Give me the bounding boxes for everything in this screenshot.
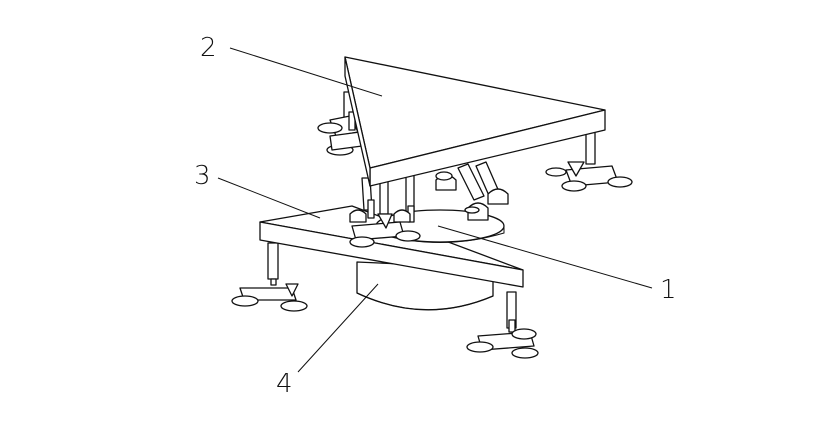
- lower-right-leg: [466, 291, 539, 359]
- leader-lines: [217, 47, 653, 373]
- upper-right-leg: [545, 127, 633, 192]
- lower-front-feet: [349, 213, 421, 248]
- label-2: 2: [200, 33, 217, 63]
- lower-left-leg: [231, 242, 308, 312]
- label-1: 1: [660, 275, 677, 305]
- label-3: 3: [194, 161, 211, 191]
- label-4: 4: [276, 369, 293, 399]
- actuator-struts: [349, 161, 509, 223]
- upper-platform: [344, 56, 606, 187]
